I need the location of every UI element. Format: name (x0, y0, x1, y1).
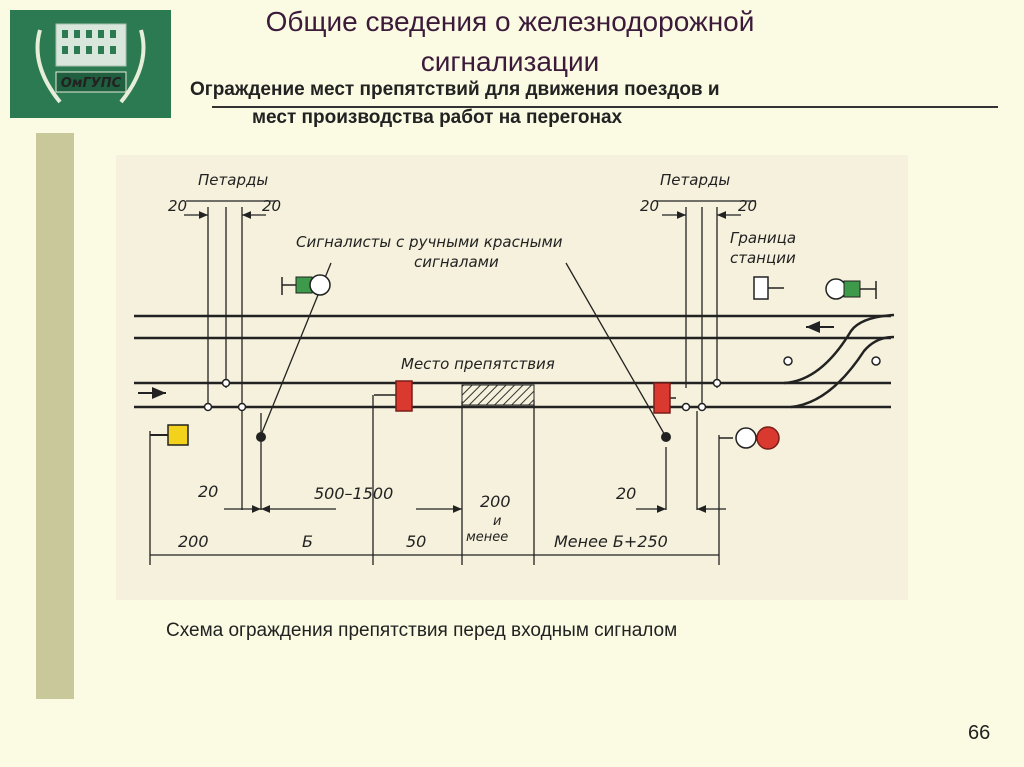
label-20-d: 20 (738, 197, 757, 215)
label-20-b: 20 (262, 197, 281, 215)
label-200: 200 (178, 532, 209, 551)
red-shield-right (653, 382, 671, 414)
label-petards-right: Петарды (660, 171, 730, 189)
label-20-c: 20 (640, 197, 659, 215)
logo-text: ОмГУПС (61, 76, 122, 91)
label-20-a: 20 (168, 197, 187, 215)
slide-title: Общие сведения о железнодорожной сигнали… (265, 6, 755, 77)
turnout-curve-1 (783, 313, 895, 385)
label-signalmen-1: Сигналисты с ручными красными (296, 233, 563, 251)
label-20-e: 20 (198, 482, 218, 501)
page-number: 66 (968, 722, 991, 744)
entry-signal (719, 426, 780, 450)
slide-subtitle: Ограждение мест препятствий для движения… (190, 76, 990, 132)
logo-emblem-icon: ОмГУПС (10, 10, 171, 118)
subtitle-line-2: мест производства работ на перегонах (252, 107, 623, 128)
fencing-diagram: Петарды 20 20 Петарды 20 20 Сигналисты с… (116, 155, 908, 600)
signalman-left (256, 432, 266, 442)
university-logo: ОмГУПС (10, 10, 171, 118)
green-lamp-right (825, 278, 877, 300)
label-20-f: 20 (616, 484, 636, 503)
label-less-b-250: Менее Б+250 (554, 532, 668, 551)
side-decor-bar (36, 133, 74, 699)
signalman-right (661, 432, 671, 442)
label-b: Б (302, 532, 313, 551)
fencing-diagram-svg: Петарды 20 20 Петарды 20 20 Сигналисты с… (134, 171, 895, 565)
label-station-border-2: станции (730, 249, 796, 267)
subtitle-underline (212, 106, 998, 108)
diagram-caption: Схема ограждения препятствия перед входн… (166, 620, 678, 641)
label-station-border-1: Граница (730, 229, 796, 247)
label-signalmen-2: сигналами (414, 253, 499, 271)
label-50: 50 (406, 532, 426, 551)
label-obstacle-place: Место препятствия (401, 355, 555, 373)
label-200-or-less-2: и (493, 514, 501, 529)
red-shield-left (395, 380, 413, 412)
station-border-sign (753, 276, 784, 300)
label-petards-left: Петарды (198, 171, 268, 189)
label-200-or-less-3: менее (466, 530, 508, 545)
subtitle-line-1: Ограждение мест препятствий для движения… (190, 79, 720, 100)
label-200-or-less-1: 200 (480, 492, 511, 511)
obstacle-zone (461, 384, 535, 406)
yellow-signal (167, 424, 189, 446)
label-500-1500: 500–1500 (314, 484, 393, 503)
green-lamp-left (281, 274, 331, 296)
turnout-curve-2 (790, 335, 895, 409)
